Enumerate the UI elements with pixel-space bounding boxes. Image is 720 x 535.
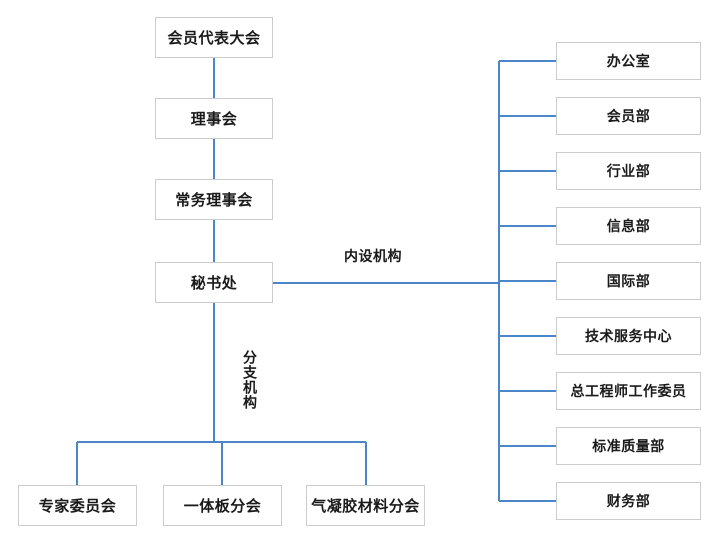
node-international-dept[interactable]: 国际部: [556, 262, 701, 300]
node-standard-quality-dept[interactable]: 标准质量部: [556, 427, 701, 465]
node-standing-council[interactable]: 常务理事会: [155, 179, 273, 220]
label-branch-organizations: 分支机构: [242, 350, 258, 410]
label-internal-departments: 内设机构: [344, 248, 402, 264]
node-council[interactable]: 理事会: [155, 98, 273, 139]
node-member-congress[interactable]: 会员代表大会: [155, 17, 273, 58]
node-aerogel-material-branch[interactable]: 气凝胶材料分会: [306, 485, 425, 526]
node-integrated-board-branch[interactable]: 一体板分会: [163, 485, 282, 526]
node-secretariat[interactable]: 秘书处: [155, 262, 273, 303]
node-finance-dept[interactable]: 财务部: [556, 482, 701, 520]
node-membership-dept[interactable]: 会员部: [556, 97, 701, 135]
node-office[interactable]: 办公室: [556, 42, 701, 80]
node-chief-engineer-committee[interactable]: 总工程师工作委员: [556, 372, 701, 410]
node-information-dept[interactable]: 信息部: [556, 207, 701, 245]
node-industry-dept[interactable]: 行业部: [556, 152, 701, 190]
node-technical-service-center[interactable]: 技术服务中心: [556, 317, 701, 355]
node-expert-committee[interactable]: 专家委员会: [18, 485, 137, 526]
